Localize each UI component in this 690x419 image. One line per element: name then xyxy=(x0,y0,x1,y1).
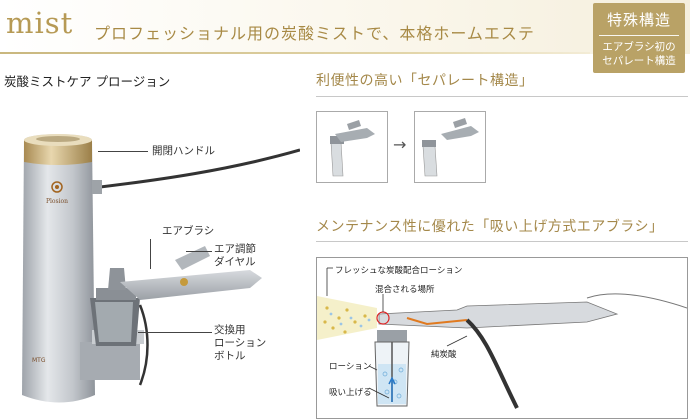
air-dial-callout-2: ダイヤル xyxy=(214,256,256,268)
section2-title: メンテナンス性に優れた「吸い上げ方式エアブラシ」 xyxy=(316,219,664,235)
suction-diagram-art xyxy=(317,267,687,409)
fresh-lotion-label: フレッシュな炭酸配合ローション xyxy=(335,266,463,276)
lotion-label: ローション xyxy=(329,362,372,372)
mist-logo: mist xyxy=(6,6,74,40)
badge-text-2: セパレート構造 xyxy=(602,55,676,67)
product-name: 炭酸ミストケア プロージョン xyxy=(4,74,171,89)
suction-diagram: フレッシュな炭酸配合ローション 混合される場所 純炭酸 ローション 吸い上げる xyxy=(316,257,688,419)
bottle-leader xyxy=(138,332,212,333)
badge-title: 特殊構造 xyxy=(606,11,671,29)
section2-rule xyxy=(316,241,688,242)
header-rule xyxy=(0,52,590,54)
co2-label: 純炭酸 xyxy=(431,350,457,360)
badge-divider xyxy=(599,35,679,36)
airbrush-attached-image xyxy=(330,120,375,177)
separate-photo-after xyxy=(414,111,486,183)
header-tagline: プロフェッショナル用の炭酸ミストで、本格ホームエステ xyxy=(94,24,535,43)
handle-leader xyxy=(98,151,148,152)
air-dial-leader xyxy=(186,251,212,252)
transition-arrow: → xyxy=(393,135,407,154)
airbrush-leader xyxy=(150,239,151,269)
header-band xyxy=(0,0,690,54)
handle-callout: 開閉ハンドル xyxy=(152,145,215,157)
mtg-base-mark: MTG xyxy=(32,357,46,364)
bottle-callout-3: ボトル xyxy=(214,350,246,362)
airbrush-callout: エアブラシ xyxy=(162,225,215,237)
badge-text-1: エアブラシ初の xyxy=(602,41,676,53)
section1-rule xyxy=(316,96,688,97)
suck-up-label: 吸い上げる xyxy=(329,388,372,398)
mix-point-label: 混合される場所 xyxy=(375,285,435,295)
separate-photo-before xyxy=(316,111,388,183)
bottle-callout-2: ローション xyxy=(214,337,267,349)
section1-title: 利便性の高い「セパレート構造」 xyxy=(316,73,534,89)
special-structure-badge: 特殊構造 エアブラシ初の セパレート構造 xyxy=(593,3,685,73)
air-dial-callout-1: エア調節 xyxy=(214,243,256,255)
plosion-brand-mark: Plosion xyxy=(46,198,68,205)
airbrush-detached-image xyxy=(422,118,479,177)
product-illustration: Plosion MTG xyxy=(22,134,300,403)
bottle-callout-1: 交換用 xyxy=(214,324,246,336)
